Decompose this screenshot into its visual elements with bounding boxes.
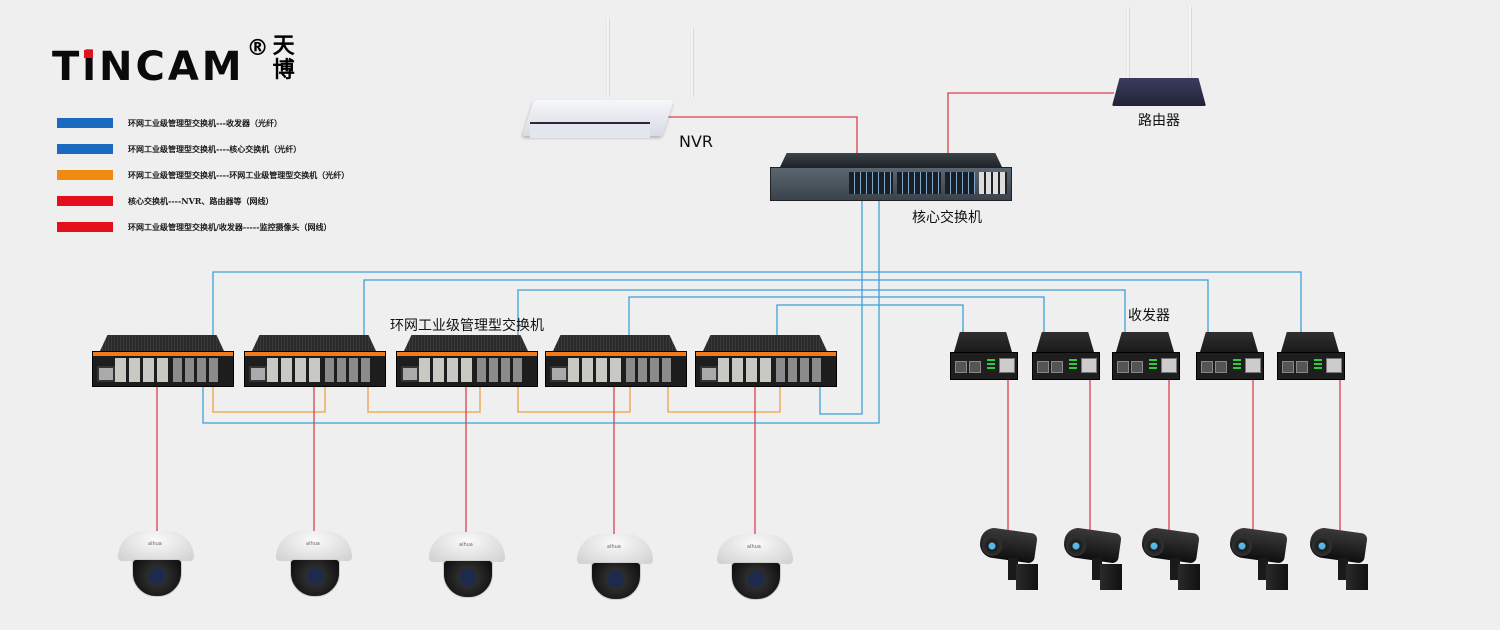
logo-chinese: 天博 — [272, 33, 295, 83]
registered-mark: ® — [246, 36, 269, 61]
antenna-icon — [1188, 6, 1192, 82]
ring-switch-label: 环网工业级管理型交换机 — [390, 318, 544, 334]
logo-red-dot — [84, 50, 94, 58]
legend-swatch — [57, 144, 113, 154]
fiber-ring2-tx4 — [363, 279, 1209, 338]
legend: 环网工业级管理型交换机---收发器（光纤） 环网工业级管理型交换机----核心交… — [57, 110, 349, 240]
ring-switch — [695, 335, 837, 387]
ring-switch — [545, 335, 687, 387]
legend-swatch — [57, 170, 113, 180]
fiber-core-ring-b — [202, 201, 880, 424]
legend-item: 环网工业级管理型交换机----核心交换机（光纤） — [57, 136, 349, 162]
core-switch — [770, 153, 1012, 201]
fiber-ring-1-2 — [212, 385, 326, 413]
ring-switch — [92, 335, 234, 387]
legend-item: 核心交换机----NVR、路由器等（网线） — [57, 188, 349, 214]
antenna-icon — [690, 28, 694, 98]
transceiver — [950, 332, 1018, 380]
antenna-icon — [606, 18, 610, 98]
dome-camera: alhua — [575, 534, 655, 604]
core-switch-label: 核心交换机 — [912, 210, 982, 226]
transceiver — [1277, 332, 1345, 380]
fiber-core-ring-a — [819, 201, 863, 415]
nvr-label: NVR — [679, 132, 714, 151]
legend-swatch — [57, 118, 113, 128]
cable-nvr-core — [663, 116, 858, 155]
bullet-camera — [1306, 526, 1376, 594]
legend-item: 环网工业级管理型交换机---收发器（光纤） — [57, 110, 349, 136]
fiber-ring-4-5 — [667, 385, 781, 413]
transceiver — [1112, 332, 1180, 380]
dome-camera: alhua — [427, 532, 507, 602]
legend-swatch — [57, 196, 113, 206]
dome-camera: alhua — [116, 531, 196, 601]
fiber-ring1-tx5 — [212, 271, 1302, 338]
bullet-camera — [1138, 526, 1208, 594]
nvr-device — [522, 18, 694, 142]
fiber-ring4-tx2 — [628, 296, 1045, 338]
legend-item: 环网工业级管理型交换机/收发器-----监控摄像头（网线） — [57, 214, 349, 240]
bullet-camera — [976, 526, 1046, 594]
cable-router-core — [947, 92, 1114, 155]
fiber-ring-3-4 — [517, 385, 631, 413]
dome-camera: alhua — [274, 531, 354, 601]
bullet-camera — [1060, 526, 1130, 594]
transceiver — [1032, 332, 1100, 380]
transceiver — [1196, 332, 1264, 380]
legend-item: 环网工业级管理型交换机----环网工业级管理型交换机（光纤） — [57, 162, 349, 188]
ring-switch — [244, 335, 386, 387]
fiber-ring5-tx1 — [776, 304, 964, 338]
fiber-ring3-tx3 — [517, 289, 1126, 338]
dome-camera: alhua — [715, 534, 795, 604]
bullet-camera — [1226, 526, 1296, 594]
router-device — [1112, 6, 1206, 106]
router-label: 路由器 — [1138, 113, 1180, 129]
fiber-ring-2-3 — [367, 385, 481, 413]
legend-swatch — [57, 222, 113, 232]
antenna-icon — [1126, 6, 1130, 82]
ring-switch — [396, 335, 538, 387]
transceiver-label: 收发器 — [1128, 308, 1170, 324]
